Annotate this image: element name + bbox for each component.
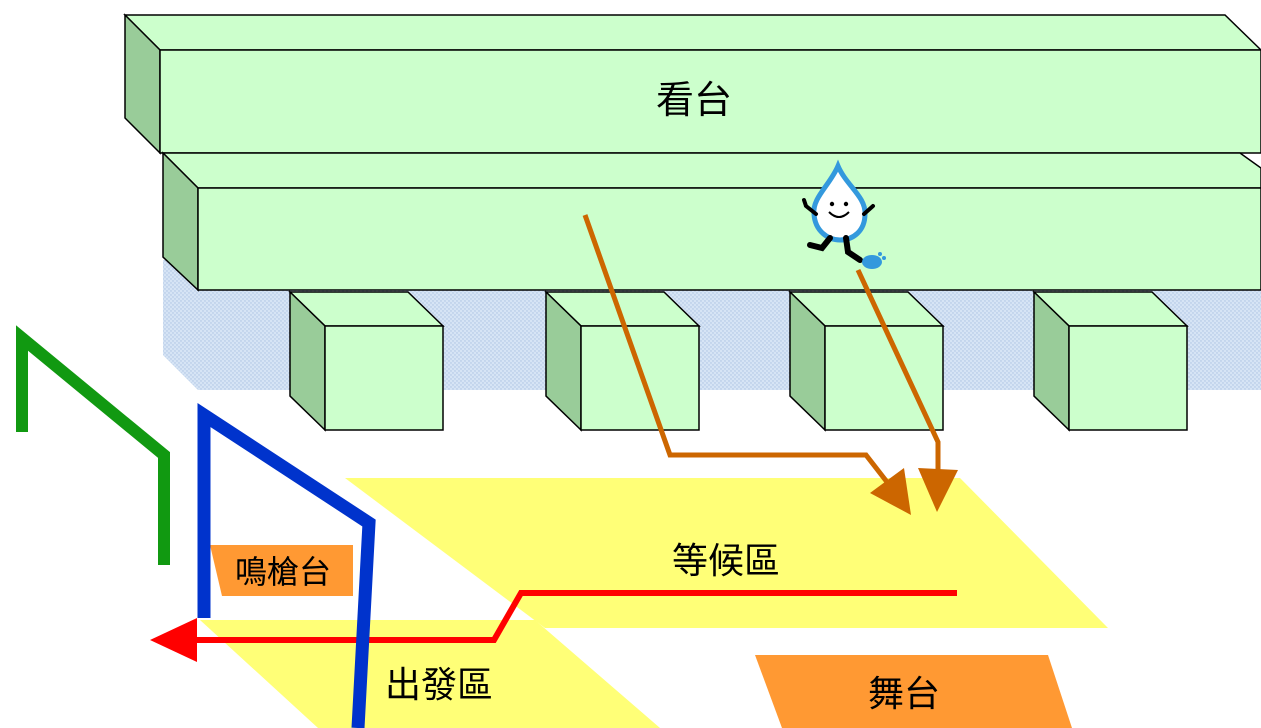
brown-route-arrow-1	[582, 214, 911, 515]
stage-label: 舞台	[868, 674, 940, 715]
entrance-box-1	[288, 290, 445, 432]
stand-label: 看台	[656, 78, 732, 122]
entrance-box-4	[1032, 290, 1189, 432]
starting-gun-platform	[210, 545, 353, 596]
brown-route-arrow-2	[855, 268, 958, 512]
blue-route-line	[197, 402, 376, 728]
waiting-area-label: 等候區	[672, 541, 780, 582]
red-route-arrow	[150, 590, 957, 662]
starting-area	[200, 620, 660, 728]
stand-lower	[161, 151, 1261, 292]
stage-platform	[755, 655, 1072, 728]
green-route-line	[16, 325, 170, 565]
starting-area-label: 出發區	[385, 665, 493, 706]
starting-gun-platform-label: 鳴槍台	[235, 553, 331, 591]
stand-upper	[123, 13, 1261, 155]
water-drop-mascot-icon	[802, 159, 886, 269]
entrance-box-2	[544, 290, 701, 432]
